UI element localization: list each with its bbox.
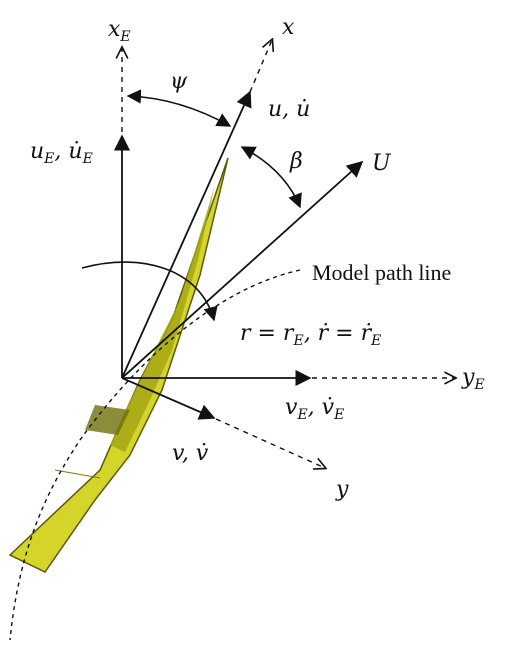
ship-hull xyxy=(8,157,229,573)
label-model-path-line: Model path line xyxy=(312,260,451,285)
label-psi: ψ xyxy=(170,69,188,94)
label-uE-udotE: uE, u̇E xyxy=(30,139,93,167)
beta-angle-arc xyxy=(240,146,302,209)
yaw-rate-arc xyxy=(81,261,218,322)
y-axis-dashed xyxy=(215,418,325,468)
hull-cabin xyxy=(85,405,130,435)
label-v-vdot: v, v̇ xyxy=(172,441,209,466)
U-arrow xyxy=(121,160,364,379)
label-beta: β xyxy=(289,149,303,174)
x-axis-dashed xyxy=(249,40,272,93)
hull-body xyxy=(8,157,229,573)
model-path-line xyxy=(9,269,301,641)
u-arrow xyxy=(121,90,252,379)
hull-seam xyxy=(54,469,101,479)
label-y: y xyxy=(335,477,349,502)
label-vE-vdotE: vE, v̇E xyxy=(285,395,344,423)
v-arrow xyxy=(121,377,216,420)
psi-angle-arc xyxy=(126,89,232,127)
label-r-equation: r = rE, ṙ = ṙE xyxy=(240,321,381,349)
label-u-udot: u, u̇ xyxy=(268,97,310,122)
label-yE: yE xyxy=(461,365,485,393)
label-x: x xyxy=(282,15,295,40)
label-xE: xE xyxy=(108,17,131,45)
label-U: U xyxy=(372,151,392,176)
